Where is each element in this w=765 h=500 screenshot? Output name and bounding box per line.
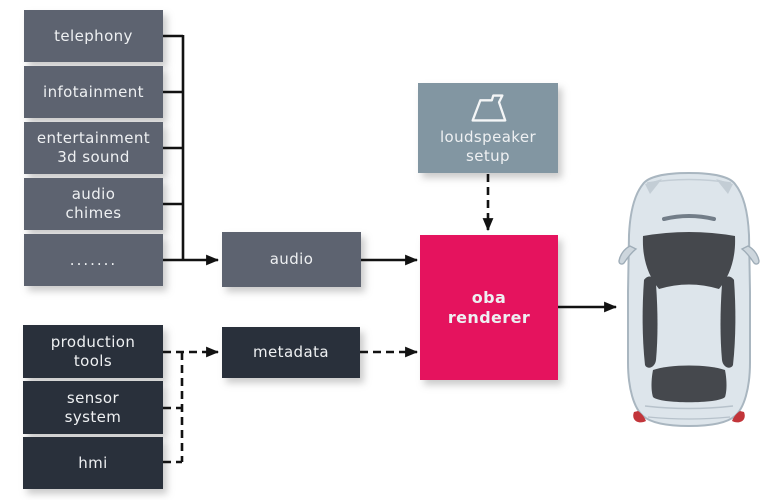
car-front-corner-left — [645, 179, 662, 194]
car-right-mirror — [740, 245, 760, 265]
audio-bus-box: audio — [222, 232, 361, 287]
audio-source-entertainment: entertainment 3d sound — [24, 122, 163, 174]
car-left-tail-light — [633, 411, 646, 423]
car-front-corner-right — [716, 179, 733, 194]
car-right-side-window — [720, 276, 736, 368]
metadata-source-production-tools: production tools — [23, 325, 163, 378]
oba-renderer-box: oba renderer — [420, 235, 558, 380]
car-hood-vent — [662, 214, 716, 221]
metadata-source-hmi: hmi — [23, 437, 163, 489]
audio-source-audio-chimes: audio chimes — [24, 178, 163, 230]
car-left-side-window — [642, 276, 658, 368]
loudspeaker-icon — [471, 94, 507, 122]
car-trunk-seam — [644, 405, 734, 410]
car-left-mirror — [618, 245, 638, 265]
audio-source-ellipsis: ....... — [24, 234, 163, 286]
metadata-bus-box: metadata — [222, 327, 360, 378]
car-bumper-seam — [647, 416, 731, 420]
audio-source-infotainment: infotainment — [24, 66, 163, 118]
car-top-view — [618, 172, 760, 427]
audio-source-telephony: telephony — [24, 10, 163, 62]
metadata-source-sensor-system: sensor system — [23, 381, 163, 434]
loudspeaker-setup-box: loudspeaker setup — [418, 83, 558, 173]
car-right-tail-light — [732, 411, 745, 423]
loudspeaker-setup-label: loudspeaker setup — [439, 128, 537, 165]
car-windshield — [642, 232, 736, 289]
car-rear-window — [651, 365, 727, 403]
